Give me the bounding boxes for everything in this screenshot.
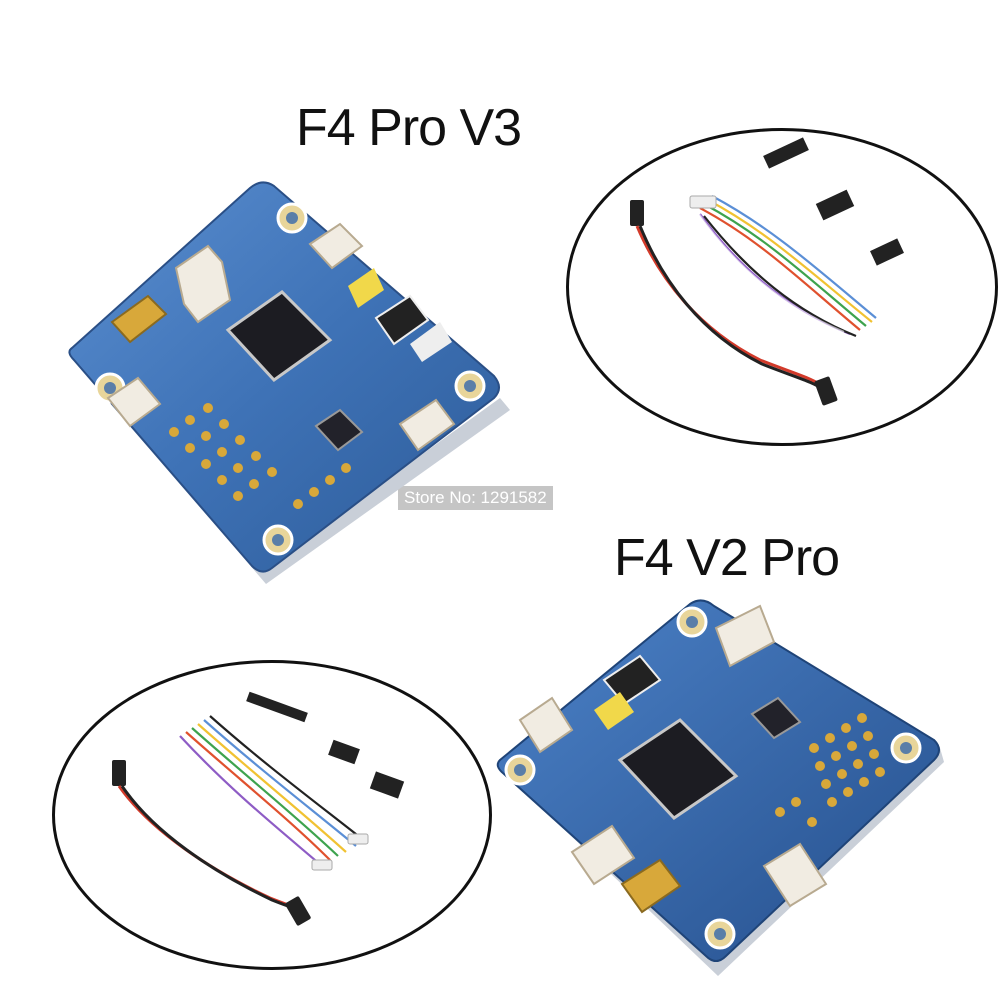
flight-controller-board-v2 <box>496 599 944 976</box>
accessories-circle-v2 <box>52 660 492 970</box>
accessories-v3 <box>630 137 904 406</box>
accessories-circle-v3 <box>566 128 998 446</box>
store-watermark: Store No: 1291582 <box>398 486 553 510</box>
flight-controller-board-v3 <box>68 181 510 584</box>
servo-connector-top <box>630 200 644 226</box>
product-title-v3: F4 Pro V3 <box>296 99 522 157</box>
product-title-v2: F4 V2 Pro <box>614 529 840 587</box>
accessories-v2 <box>112 691 405 926</box>
